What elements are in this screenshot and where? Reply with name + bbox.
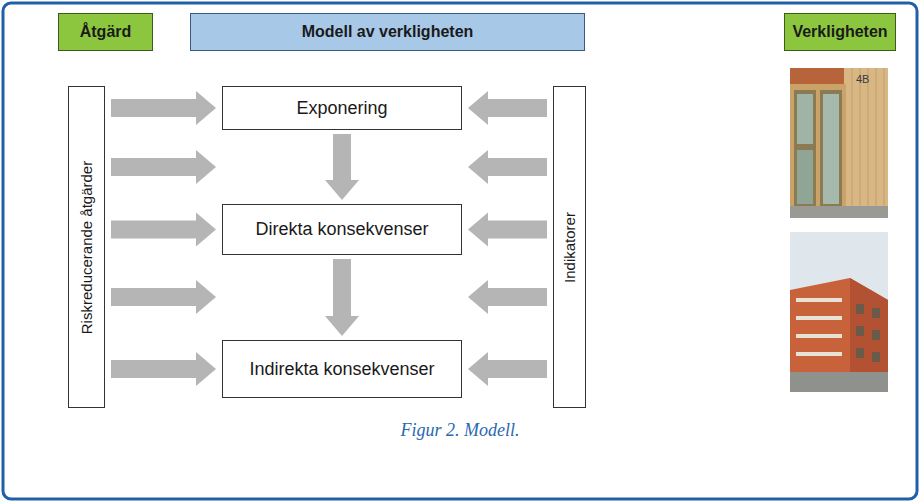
node-text: Riskreducerande åtgärder [78, 160, 95, 333]
node-text: Indikatorer [561, 212, 578, 283]
block-arrow [111, 91, 216, 125]
block-arrow [468, 91, 547, 125]
node-text: Indirekta konsekvenser [249, 359, 434, 380]
indicator-band: Indikatorer [553, 86, 586, 408]
process-box: Indirekta konsekvenser [222, 340, 462, 398]
node-text: Verkligheten [792, 23, 887, 41]
node-text: Direkta konsekvenser [255, 219, 428, 240]
door-number: 4B [856, 73, 869, 85]
block-arrow [468, 352, 547, 386]
header-box: Verkligheten [784, 13, 896, 51]
buildings-photo [790, 232, 888, 392]
figure-caption: Figur 2. Modell. [0, 420, 920, 441]
block-arrow [325, 259, 359, 336]
header-box: Åtgärd [58, 13, 153, 51]
block-arrow [468, 213, 547, 247]
node-text: Modell av verkligheten [302, 23, 474, 41]
block-arrow [325, 134, 359, 200]
process-box: Exponering [222, 86, 462, 130]
gap-arrows [111, 150, 547, 314]
entrance-photo [790, 68, 888, 218]
node-text: Exponering [296, 98, 387, 119]
block-arrow [111, 352, 216, 386]
header-box: Modell av verkligheten [190, 13, 585, 51]
node-text: Åtgärd [80, 23, 132, 41]
block-arrow [111, 213, 216, 247]
process-box: Direkta konsekvenser [222, 204, 462, 255]
measures-band: Riskreducerande åtgärder [68, 86, 105, 408]
